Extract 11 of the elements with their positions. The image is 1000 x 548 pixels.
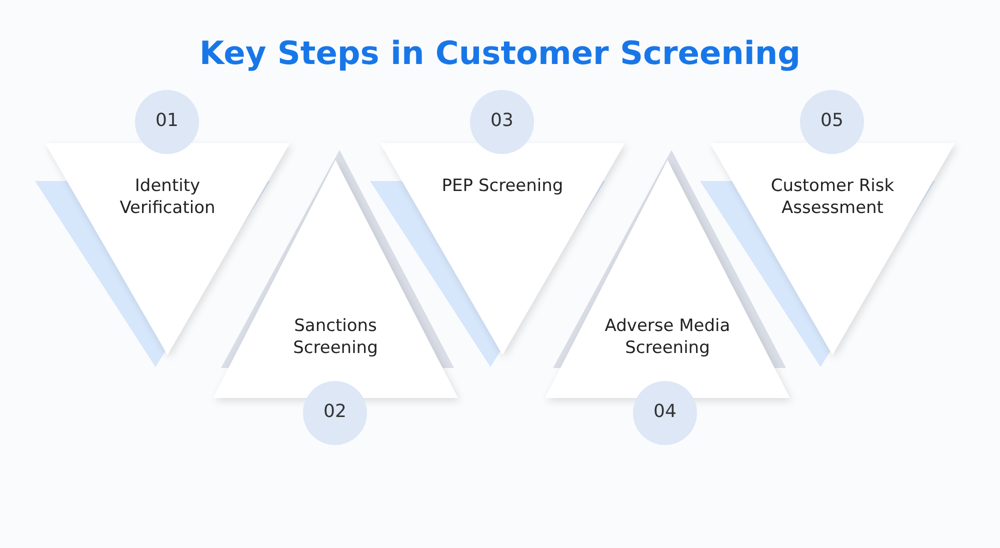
step-label: PEP Screening (440, 175, 564, 197)
step-label: Sanctions Screening (292, 315, 379, 359)
step-number: 03 (490, 110, 514, 131)
step-label: Customer Risk Assessment (770, 175, 896, 219)
step-number: 05 (820, 110, 844, 131)
step-label: Identity Verification (118, 175, 216, 219)
step-number: 02 (322, 401, 348, 422)
step-number: 01 (154, 110, 180, 131)
step-label: Adverse Media Screening (604, 315, 732, 359)
title: Key Steps in Customer Screening (198, 34, 802, 72)
step-number: 04 (652, 401, 678, 422)
